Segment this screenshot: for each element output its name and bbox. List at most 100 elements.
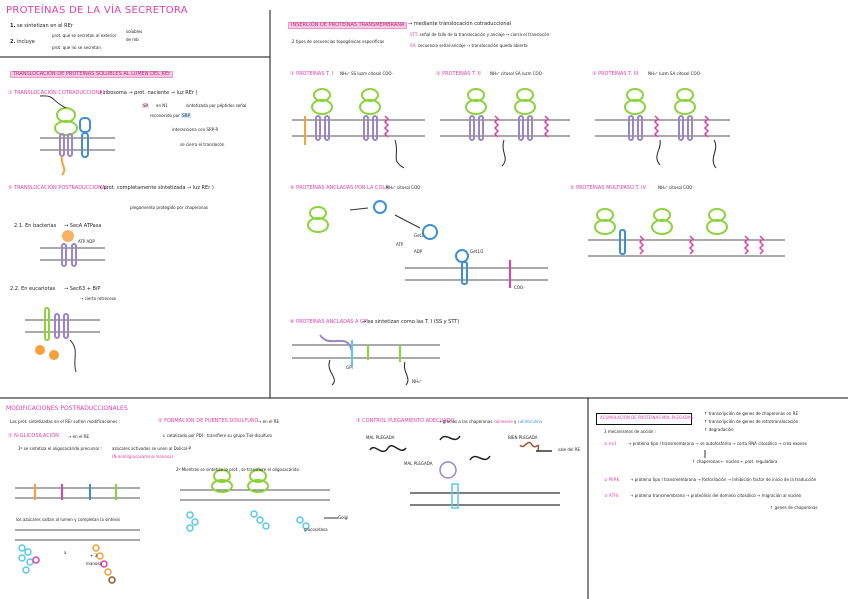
tail-anchored-title: ④ PROTEÍNAS ANCLADAS POR LA COLA [290,185,389,191]
gpi-tag: GPI [346,365,353,370]
dolichol-pins [34,484,117,500]
sugar-label-b: + 3 [90,553,98,558]
membrane-euc [25,319,100,333]
acc-effect-2: ↑ transcripción de genes de retrotranslo… [704,419,799,424]
insertion-heading-tail: → mediante translocación cotraduccional [408,21,512,27]
item-2-text: incluye [16,39,35,45]
branch-not-secreted: prot. que no se secretan [52,45,101,50]
disulfide-where: → en el RE [258,419,280,424]
topogenic-types: 2 tipos de secuencias topogénicas especí… [292,39,385,44]
type1-title: ① PROTEÍNAS T. I [290,71,334,77]
cotrad-title: ① TRANSLOCACIÓN COTRADUCCIONAL [8,90,106,96]
multipass-title: ⑤ PROTEÍNAS MULTIPASO T. IV [570,185,647,191]
cotrad-interact: interacciona con SRP-R [172,127,219,132]
gpi-text: → se sintetizan como las T. I (SS y STT) [362,319,460,325]
get1-label: Get1/2 [470,249,484,254]
membrane-type1 [292,119,425,137]
translocation-heading: TRANSLOCACIÓN DE PROTEÍNAS SOLUBLES AL L… [10,71,174,78]
eukaryote-ratchet: → cierto retroceso [80,296,117,301]
ribosomes-top [311,88,696,115]
glucosidasa-label: glucosidasa [304,527,328,532]
atf6-label: ③ ATF6 [604,493,619,498]
item-1: 1. se sintetizan en el REr [10,24,73,29]
membrane-cotrad [40,137,115,151]
atp-label: ATP [396,242,404,247]
srp-label: SRP [181,113,191,118]
item-2-num: 2. [10,39,16,45]
acc-three: 3 mecanismos de acción : [604,429,657,434]
sugar-label-manosa: manosa [86,561,102,566]
misfolded-label-2: MAL PLEGADA [404,461,433,466]
disulfide-title: ② FORMACIÓN DE PUENTES DISULFURO [158,418,259,424]
folding-y: y [514,419,517,424]
branch-secreted: prot. que se secretan al exterior [52,33,117,38]
get3-label: Get3 [414,233,424,238]
item-1-text: se sintetizan en el REr [16,23,73,29]
ire1-text: → proteína tipo I transmembrana → se aut… [628,441,807,446]
acc-effect-1: ↑ transcripción de genes de chaperonas e… [704,411,798,416]
tail-coo-label: COO⁻ [514,285,526,290]
gpi-pathway [292,334,440,386]
accumulation-heading-box [596,413,692,425]
item-2: 2. incluye [10,40,35,45]
folding-text: → gracias a las chaperonas calnexina y c… [438,420,542,424]
type2-seq: NH₃⁺ citosol SA luzm COO⁻ [490,71,544,76]
bacteria-title: 2.1. En bacterias [14,223,57,229]
bacteria-atp: ATP ADP [78,239,95,244]
sa-tag: SA [410,43,416,48]
branch-membrane: de mb [126,37,139,42]
folding-text-main: → gracias a las chaperonas [438,419,493,424]
cotrad-recognized-text: reconocido por [150,113,180,118]
branch-soluble: solubles [126,29,143,34]
atf6-text: → proteína transmembrana → proteólisis d… [630,493,802,498]
frame-lines [0,10,848,599]
cotrad-note: ( ribosoma → prot. naciente → luz REr ) [100,90,198,96]
insertion-heading: INSERCIÓN DE PROTEÍNAS TRANSMEMBRANA [288,22,408,29]
accumulation-heading: ACUMULACIÓN DE PROTEÍNAS MAL PLEGADAS [600,415,694,420]
disulfide-text: ↳ catalizado por PDI : transfiere su gru… [162,433,272,438]
cotrad-en-n1: en N1 [156,103,168,108]
stt-tag: STT [410,32,417,37]
nglyc-step1c: (N-acetilglucosamina manosa) [112,454,173,459]
membrane-nglyc2 [180,489,330,501]
eukaryote-sec63: → Sec63 + BiP [64,286,101,292]
wellfolded-label: BIEN PLEGADA [508,435,538,440]
sugar-label-a: a [64,550,67,555]
page-title: PROTEÍNAS DE LA VÍA SECRETORA [6,5,188,16]
mods-sub: Las prot. sintetizadas en el REr sufren … [10,419,120,424]
exit-er-label: sale del RE [558,447,581,452]
adp-label: ADP [414,249,423,254]
nglyc-where: → en el RE [68,434,90,439]
gpi-nh3-label: NH₃⁺ [412,379,422,384]
type1-seq: NH₃⁺ SS luzm citosol COO⁻ [340,71,394,76]
tail-anchored-seq: NH₃⁺ citosol COO⁻ [386,185,423,190]
misfolded-label-1: MAL PLEGADA [366,435,395,440]
golgi-label: Golgi [338,515,349,520]
folding-control-artwork [369,435,560,509]
cotrad-synth: sintetizada por péptidos señal [186,103,247,108]
calnexina-label: calnexina [493,419,513,424]
folding-title: ③ CONTROL PLEGAMIENTO ADECUADO [356,418,455,424]
posttrad-note: ( prot. completamente sintetizada → luz … [100,185,214,191]
membrane-nglyc [15,487,140,541]
eukaryote-title: 2.2. En eucariotas [10,286,56,292]
calreticulina-label: calreticulina [517,419,543,424]
cotrad-recognized: reconocido por SRP [150,113,191,118]
mods-heading: MODIFICACIONES POSTRADUCCIONALES [6,405,128,412]
sa-line: SA: secuencia señal-anclaje → translocac… [410,44,528,48]
srp-receptor-cotrad [79,117,91,158]
multipass-seq: NH₃⁺ citosol COO⁻ [658,185,695,190]
multipass-pathway [588,208,785,257]
translocon-cotrad [59,133,73,157]
nglyc-step2b: los azúcares saltan al lumen y completan… [16,517,121,522]
perk-label: ② PERK [604,477,620,482]
ire1-text2: ↑ chaperonas ← núcleo ← prot. reguladora [692,459,778,464]
type2-title: ② PROTEÍNAS T. II [436,71,481,77]
signal-peptide-tag: SP [142,103,149,108]
ribosome-cotrad [54,107,78,136]
sugar-beads [18,544,116,584]
sa-text: : secuencia señal-anclaje → translocació… [415,43,528,48]
atf6-text2: ↑ genes de chaperonas [770,505,818,510]
item-1-num: 1. [10,23,16,29]
